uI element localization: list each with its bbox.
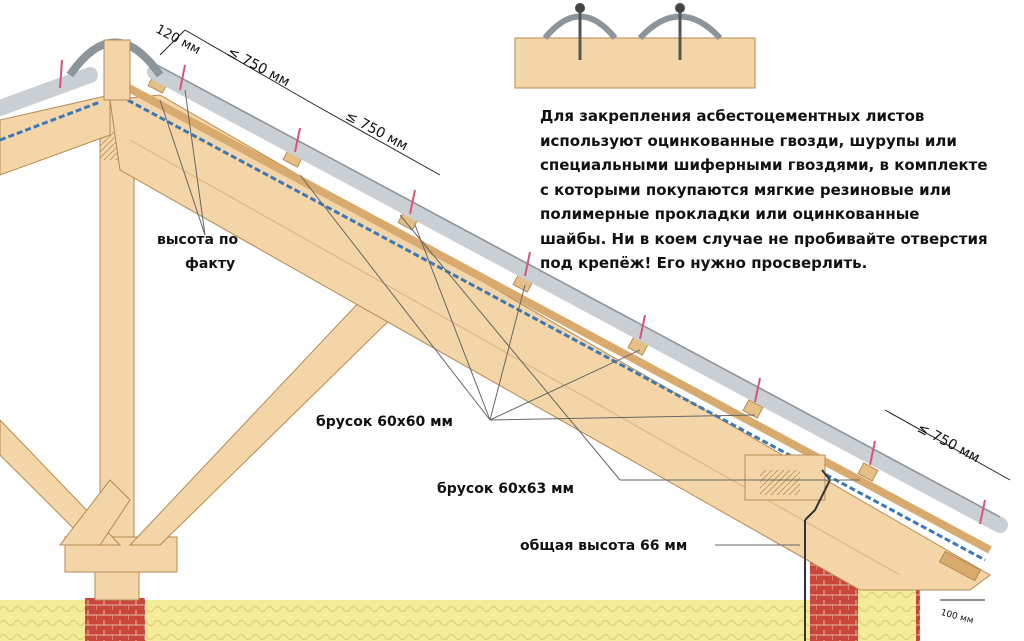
rafter-grain bbox=[129, 139, 901, 576]
description-line: Для закрепления асбестоцементных листов bbox=[540, 107, 925, 125]
battens bbox=[147, 74, 879, 482]
ridge-post bbox=[103, 39, 131, 101]
strut-right bbox=[128, 279, 411, 546]
membrane-right bbox=[119, 94, 986, 562]
gutter-pipe bbox=[804, 469, 832, 521]
strut-center bbox=[58, 479, 131, 546]
label-height-line2: факту bbox=[185, 256, 236, 272]
slate-edge-right bbox=[154, 63, 1001, 518]
label-total-height: общая высота 66 мм bbox=[520, 538, 688, 554]
post-base bbox=[94, 569, 140, 601]
description-line: полимерные прокладки или оцинкованные bbox=[540, 205, 920, 223]
label-height-line1: высота по bbox=[157, 232, 239, 248]
fasteners bbox=[59, 59, 986, 525]
slate-sheets-left bbox=[0, 67, 98, 116]
fascia-board bbox=[938, 550, 982, 582]
eave-bracket-hatch bbox=[760, 470, 800, 495]
description-line: шайбы. Ни в коем случае не пробивайте от… bbox=[540, 229, 988, 248]
description-line: под крепёж! Его нужно просверлить. bbox=[540, 254, 868, 272]
counter-batten bbox=[123, 82, 992, 554]
fastener-inset bbox=[514, 3, 756, 89]
description-line: используют оцинкованные гвозди, шурупы и… bbox=[540, 131, 957, 150]
label-batten-60x60: брусок 60х60 мм bbox=[316, 414, 453, 430]
description-line: с которыми покупаются мягкие резиновые и… bbox=[540, 180, 952, 199]
brick-wall-left bbox=[85, 598, 145, 641]
rafter-left bbox=[0, 94, 111, 176]
leader-lines bbox=[159, 89, 860, 546]
description-text: Для закрепления асбестоцементных листов … bbox=[540, 104, 1020, 276]
label-batten-60x63: брусок 60х63 мм bbox=[437, 481, 574, 497]
dimension-lines bbox=[159, 29, 1011, 601]
description-line: специальными шиферными гвоздями, в компл… bbox=[540, 156, 988, 174]
